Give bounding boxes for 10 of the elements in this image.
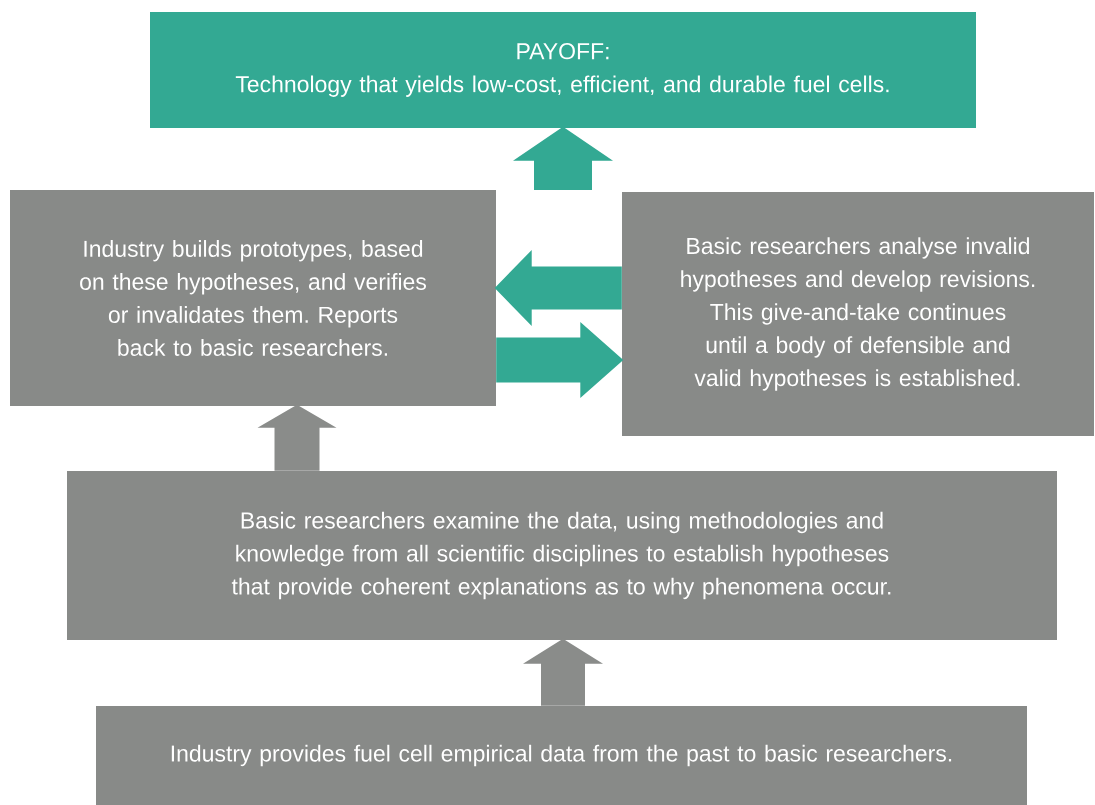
arrow	[257, 404, 337, 471]
arrow	[494, 250, 622, 326]
process-box: Basic researchers examine the data, using methodologies and knowledge from all scientific disciplines to establish hypotheses that provide coherent explanations as to why phenomena occur.	[67, 471, 1057, 640]
process-box: Industry builds prototypes, based on these hypotheses, and verifies or invalidates them. Reports back to basic researchers.	[10, 190, 496, 406]
process-box: Basic researchers analyse invalid hypotheses and develop revisions. This give-and-take continues until a body of defensible and valid hypotheses is established.	[622, 192, 1094, 436]
payoff-box: PAYOFF: Technology that yields low-cost, efficient, and durable fuel cells.	[150, 12, 976, 128]
arrow	[523, 638, 603, 706]
process-box: Industry provides fuel cell empirical data from the past to basic researchers.	[96, 706, 1027, 805]
arrow	[513, 126, 613, 190]
arrow	[496, 322, 624, 398]
